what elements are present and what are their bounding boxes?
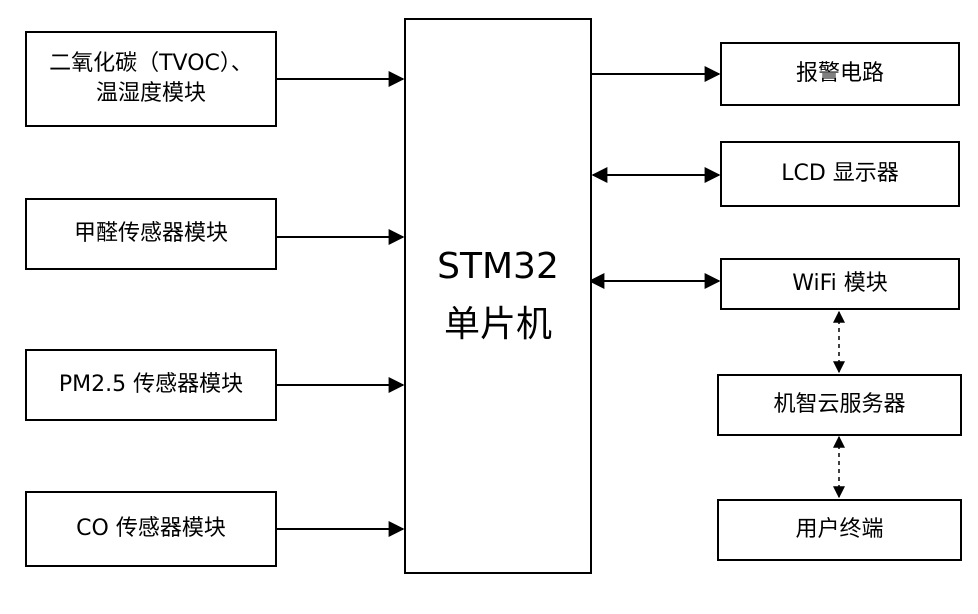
gizwits-cloud-server: 机智云服务器	[717, 374, 962, 436]
user-terminal-label: 用户终端	[795, 517, 884, 543]
pm25-module-label: PM2.5 传感器模块	[58, 372, 244, 398]
mcu-label-line2: 单片机	[443, 304, 552, 345]
lcd-display: LCD 显示器	[720, 141, 960, 207]
user-terminal: 用户终端	[717, 499, 962, 561]
stm32-mcu: STM32 单片机	[404, 18, 592, 574]
lcd-label: LCD 显示器	[781, 161, 899, 187]
alarm-circuit: 报警电路	[720, 42, 960, 106]
co2-module-label-line1: 二氧化碳（TVOC）、	[49, 51, 253, 77]
server-label: 机智云服务器	[773, 392, 906, 418]
wifi-module: WiFi 模块	[720, 258, 960, 310]
co-sensor-module: CO 传感器模块	[25, 491, 277, 567]
pm25-sensor-module: PM2.5 传感器模块	[25, 349, 277, 421]
formaldehyde-module-label: 甲醛传感器模块	[73, 221, 228, 247]
alarm-label: 报警电路	[795, 61, 884, 87]
mcu-label-line1: STM32	[437, 246, 559, 288]
formaldehyde-sensor-module: 甲醛传感器模块	[25, 198, 277, 270]
co-module-label: CO 传感器模块	[76, 516, 226, 542]
co2-tvoc-humidity-module: 二氧化碳（TVOC）、 温湿度模块	[25, 31, 277, 127]
wifi-label: WiFi 模块	[792, 271, 888, 297]
co2-module-label-line2: 温湿度模块	[95, 81, 206, 106]
